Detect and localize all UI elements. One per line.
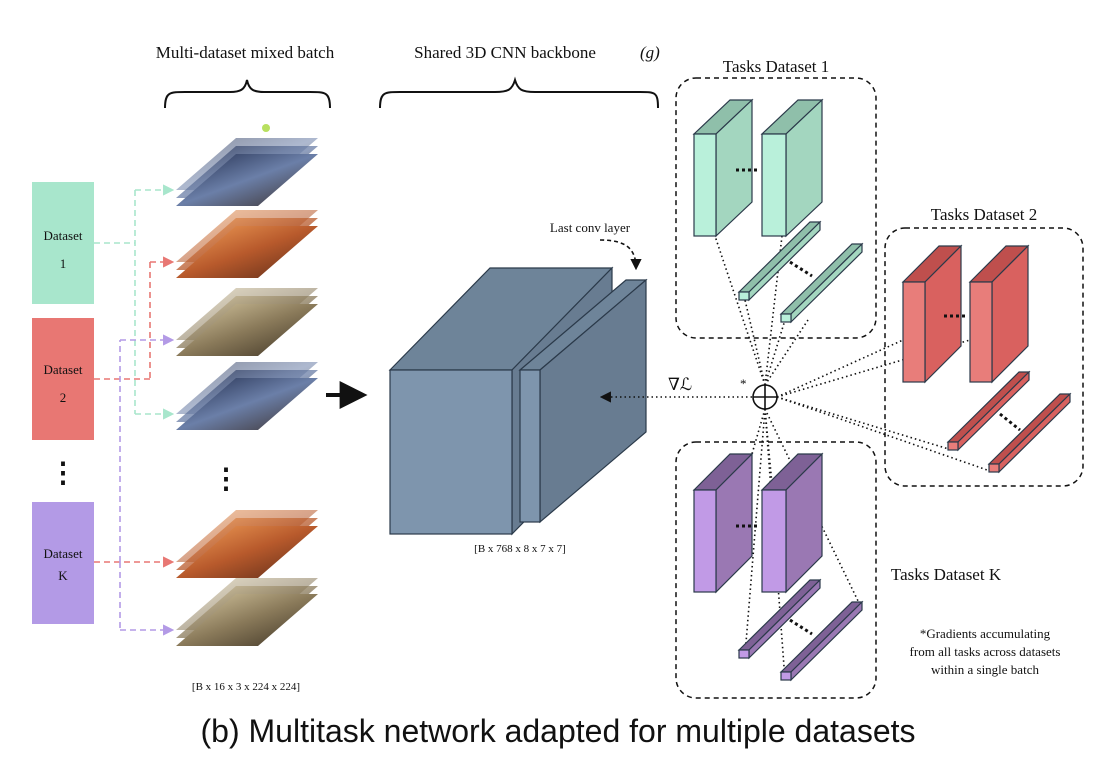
tasks-dataset-1: Tasks Dataset 1	[675, 57, 877, 339]
last-conv-arrow	[599, 239, 642, 271]
sum-node	[752, 384, 778, 410]
backbone-brace	[379, 76, 659, 109]
figure-caption: (b) Multitask network adapted for multip…	[201, 713, 916, 749]
frame-stack-3	[176, 288, 318, 356]
dataset-2-id: 2	[60, 390, 67, 405]
tasks-dataset-k-title: Tasks Dataset K	[891, 565, 1002, 584]
backbone-symbol: (g)	[640, 43, 660, 62]
gradient-note-line1: *Gradients accumulating	[920, 626, 1051, 641]
tasks-dataset-k: Tasks Dataset K	[675, 441, 1002, 699]
dataset-box-1: Dataset 1	[32, 182, 94, 304]
route-dataset-1	[94, 184, 175, 420]
gradient-note-line3: within a single batch	[931, 662, 1039, 677]
frame-stack-2	[176, 210, 318, 278]
feature-shape: [B x 768 x 8 x 7 x 7]	[474, 543, 566, 555]
route-dataset-2	[94, 256, 175, 568]
mixed-batch-label: Multi-dataset mixed batch	[156, 43, 335, 62]
dataset-ellipsis: ⋮	[49, 458, 77, 489]
gradient-note-line2: from all tasks across datasets	[910, 644, 1061, 659]
frames-ellipsis: ⋮	[212, 464, 240, 495]
last-conv-layer	[518, 278, 648, 524]
batch-brace	[164, 79, 331, 109]
tasks-dataset-1-title: Tasks Dataset 1	[723, 57, 829, 76]
last-conv-label: Last conv layer	[550, 220, 631, 235]
tasks-dataset-2-title: Tasks Dataset 2	[931, 205, 1037, 224]
frame-stack-6	[176, 578, 318, 646]
frame-stack-4	[176, 362, 318, 430]
dataset-1-id: 1	[60, 256, 67, 271]
dataset-1-label: Dataset	[44, 228, 83, 243]
dataset-2-label: Dataset	[44, 362, 83, 377]
route-dataset-k	[119, 334, 175, 636]
dataset-k-label: Dataset	[44, 546, 83, 561]
backbone-label: Shared 3D CNN backbone	[414, 43, 596, 62]
input-shape: [B x 16 x 3 x 224 x 224]	[192, 681, 300, 693]
frame-stack-1	[176, 124, 318, 206]
tasks-dataset-2: Tasks Dataset 2	[884, 205, 1084, 487]
dataset-k-id: K	[58, 568, 68, 583]
frame-stack-5	[176, 510, 318, 578]
gradient-label: ∇ℒ	[668, 375, 692, 394]
dataset-box-2: Dataset 2	[32, 318, 94, 440]
sum-asterisk: *	[740, 376, 747, 391]
dataset-box-k: Dataset K	[32, 502, 94, 624]
